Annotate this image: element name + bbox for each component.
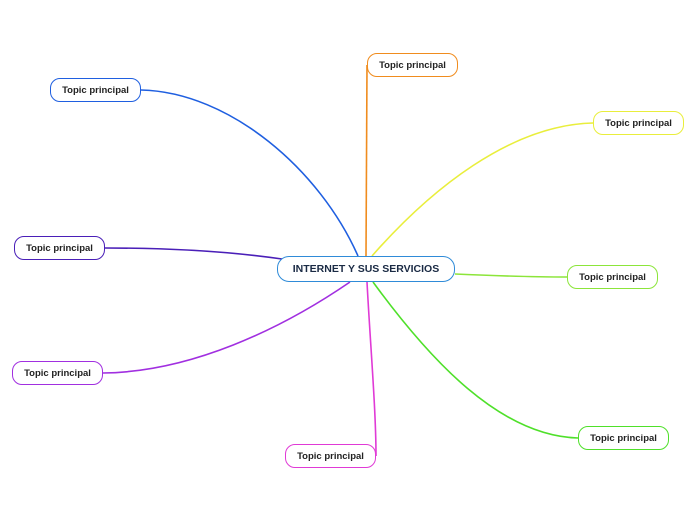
- topic-node-bottom-center[interactable]: Topic principal: [285, 444, 376, 468]
- topic-node-middle-left[interactable]: Topic principal: [14, 236, 105, 260]
- connector-t7: [372, 281, 579, 439]
- topic-node-bottom-left[interactable]: Topic principal: [12, 361, 103, 385]
- connector-t1: [140, 89, 359, 257]
- topic-node-top-center[interactable]: Topic principal: [367, 53, 458, 77]
- connector-t3: [371, 122, 594, 257]
- topic-node-bottom-right[interactable]: Topic principal: [578, 426, 669, 450]
- central-topic[interactable]: INTERNET Y SUS SERVICIOS: [277, 256, 455, 282]
- connector-t6: [102, 281, 351, 374]
- connector-t5: [454, 273, 568, 278]
- connector-t2: [365, 64, 368, 257]
- connector-t4: [104, 247, 283, 260]
- connector-t8: [366, 281, 377, 457]
- topic-node-top-right[interactable]: Topic principal: [593, 111, 684, 135]
- topic-node-middle-right[interactable]: Topic principal: [567, 265, 658, 289]
- topic-node-top-left[interactable]: Topic principal: [50, 78, 141, 102]
